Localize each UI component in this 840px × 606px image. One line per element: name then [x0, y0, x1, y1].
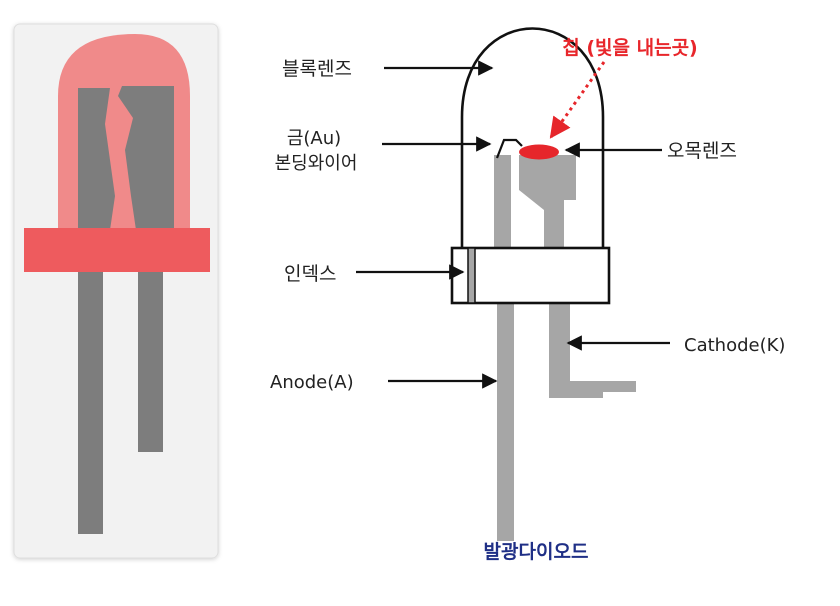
diagram-caption: 발광다이오드	[484, 541, 589, 563]
label-anode: Anode(A)	[270, 372, 354, 393]
photo-cathode-anvil	[118, 86, 174, 230]
cathode-lead	[549, 303, 636, 398]
anode-lead	[497, 303, 514, 541]
dome-lens-outline	[460, 27, 605, 248]
cathode-anvil	[519, 155, 576, 250]
led-chip	[519, 144, 559, 160]
label-concave-lens: 오목렌즈	[667, 140, 737, 162]
chip-arrow	[549, 61, 606, 139]
anode-post-upper	[494, 155, 511, 250]
photo-flange	[24, 228, 210, 272]
led-photo-illustration	[13, 23, 219, 559]
label-chip: 칩 (빛을 내는곳)	[562, 37, 697, 59]
label-index: 인덱스	[284, 263, 336, 285]
photo-cathode-lead	[138, 270, 163, 452]
photo-anode-post	[78, 88, 115, 230]
label-cathode: Cathode(K)	[684, 335, 785, 356]
label-plastic-lens: 블록렌즈	[282, 58, 352, 80]
led-schematic: 블록렌즈 칩 (빛을 내는곳) 금(Au) 본딩와이어 오목렌즈 인덱스 Cat…	[270, 27, 785, 563]
lens-flange	[450, 246, 611, 305]
index-mark	[467, 247, 476, 304]
photo-anode-lead	[78, 270, 103, 534]
bonding-wire	[495, 138, 523, 159]
label-gold-wire-line2: 본딩와이어	[275, 153, 358, 174]
label-gold-wire-line1: 금(Au)	[287, 128, 341, 149]
